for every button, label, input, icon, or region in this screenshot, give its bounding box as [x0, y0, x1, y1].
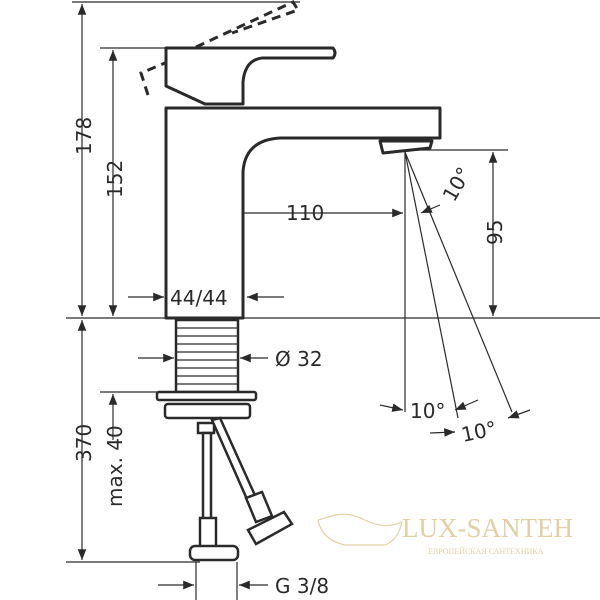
label-110: 110 [286, 201, 324, 225]
aerator [378, 139, 434, 155]
watermark-brand: LUX-SANTEH [402, 513, 573, 543]
hose-straight [201, 431, 213, 525]
lever-open-position [139, 0, 301, 96]
label-10-bottom-2: 10° [459, 416, 499, 447]
label-152: 152 [103, 160, 127, 198]
hose-foot-left [188, 544, 240, 562]
hose-angled [210, 416, 260, 508]
label-max40: max. 40 [103, 425, 127, 507]
watermark: LUX-SANTEH ЕВРОПЕЙСКАЯ САНТЕХНИКА [317, 513, 573, 556]
label-10-top: 10° [438, 163, 477, 206]
label-g38: G 3/8 [275, 574, 329, 598]
label-10-bottom-1: 10° [410, 399, 445, 423]
label-44-44: 44/44 [170, 286, 228, 310]
spray-line-1 [404, 151, 459, 419]
hose-straight-end [198, 516, 218, 550]
mounting-flange [155, 390, 258, 402]
label-95: 95 [483, 220, 507, 245]
angle-arrow-b2-right [507, 409, 531, 419]
hose-fitting [196, 421, 216, 435]
angle-arrow-b2-left [429, 428, 456, 437]
bathtub-logo [317, 513, 403, 546]
angle-arrow-b1-right [454, 399, 479, 411]
hose-angled-end [244, 490, 274, 524]
watermark-tagline: ЕВРОПЕЙСКАЯ САНТЕХНИКА [428, 547, 544, 556]
label-32: Ø 32 [275, 347, 323, 371]
spray-line-2 [404, 151, 513, 413]
lever-handle [164, 46, 337, 106]
faucet-body [164, 106, 442, 320]
angle-arrow-b1-left [379, 403, 404, 412]
hose-foot-right [246, 510, 294, 546]
label-178: 178 [72, 117, 96, 155]
angle-arrow-top [420, 204, 441, 214]
threaded-shank [174, 318, 240, 394]
label-370: 370 [72, 424, 96, 462]
mounting-nut [163, 402, 252, 420]
